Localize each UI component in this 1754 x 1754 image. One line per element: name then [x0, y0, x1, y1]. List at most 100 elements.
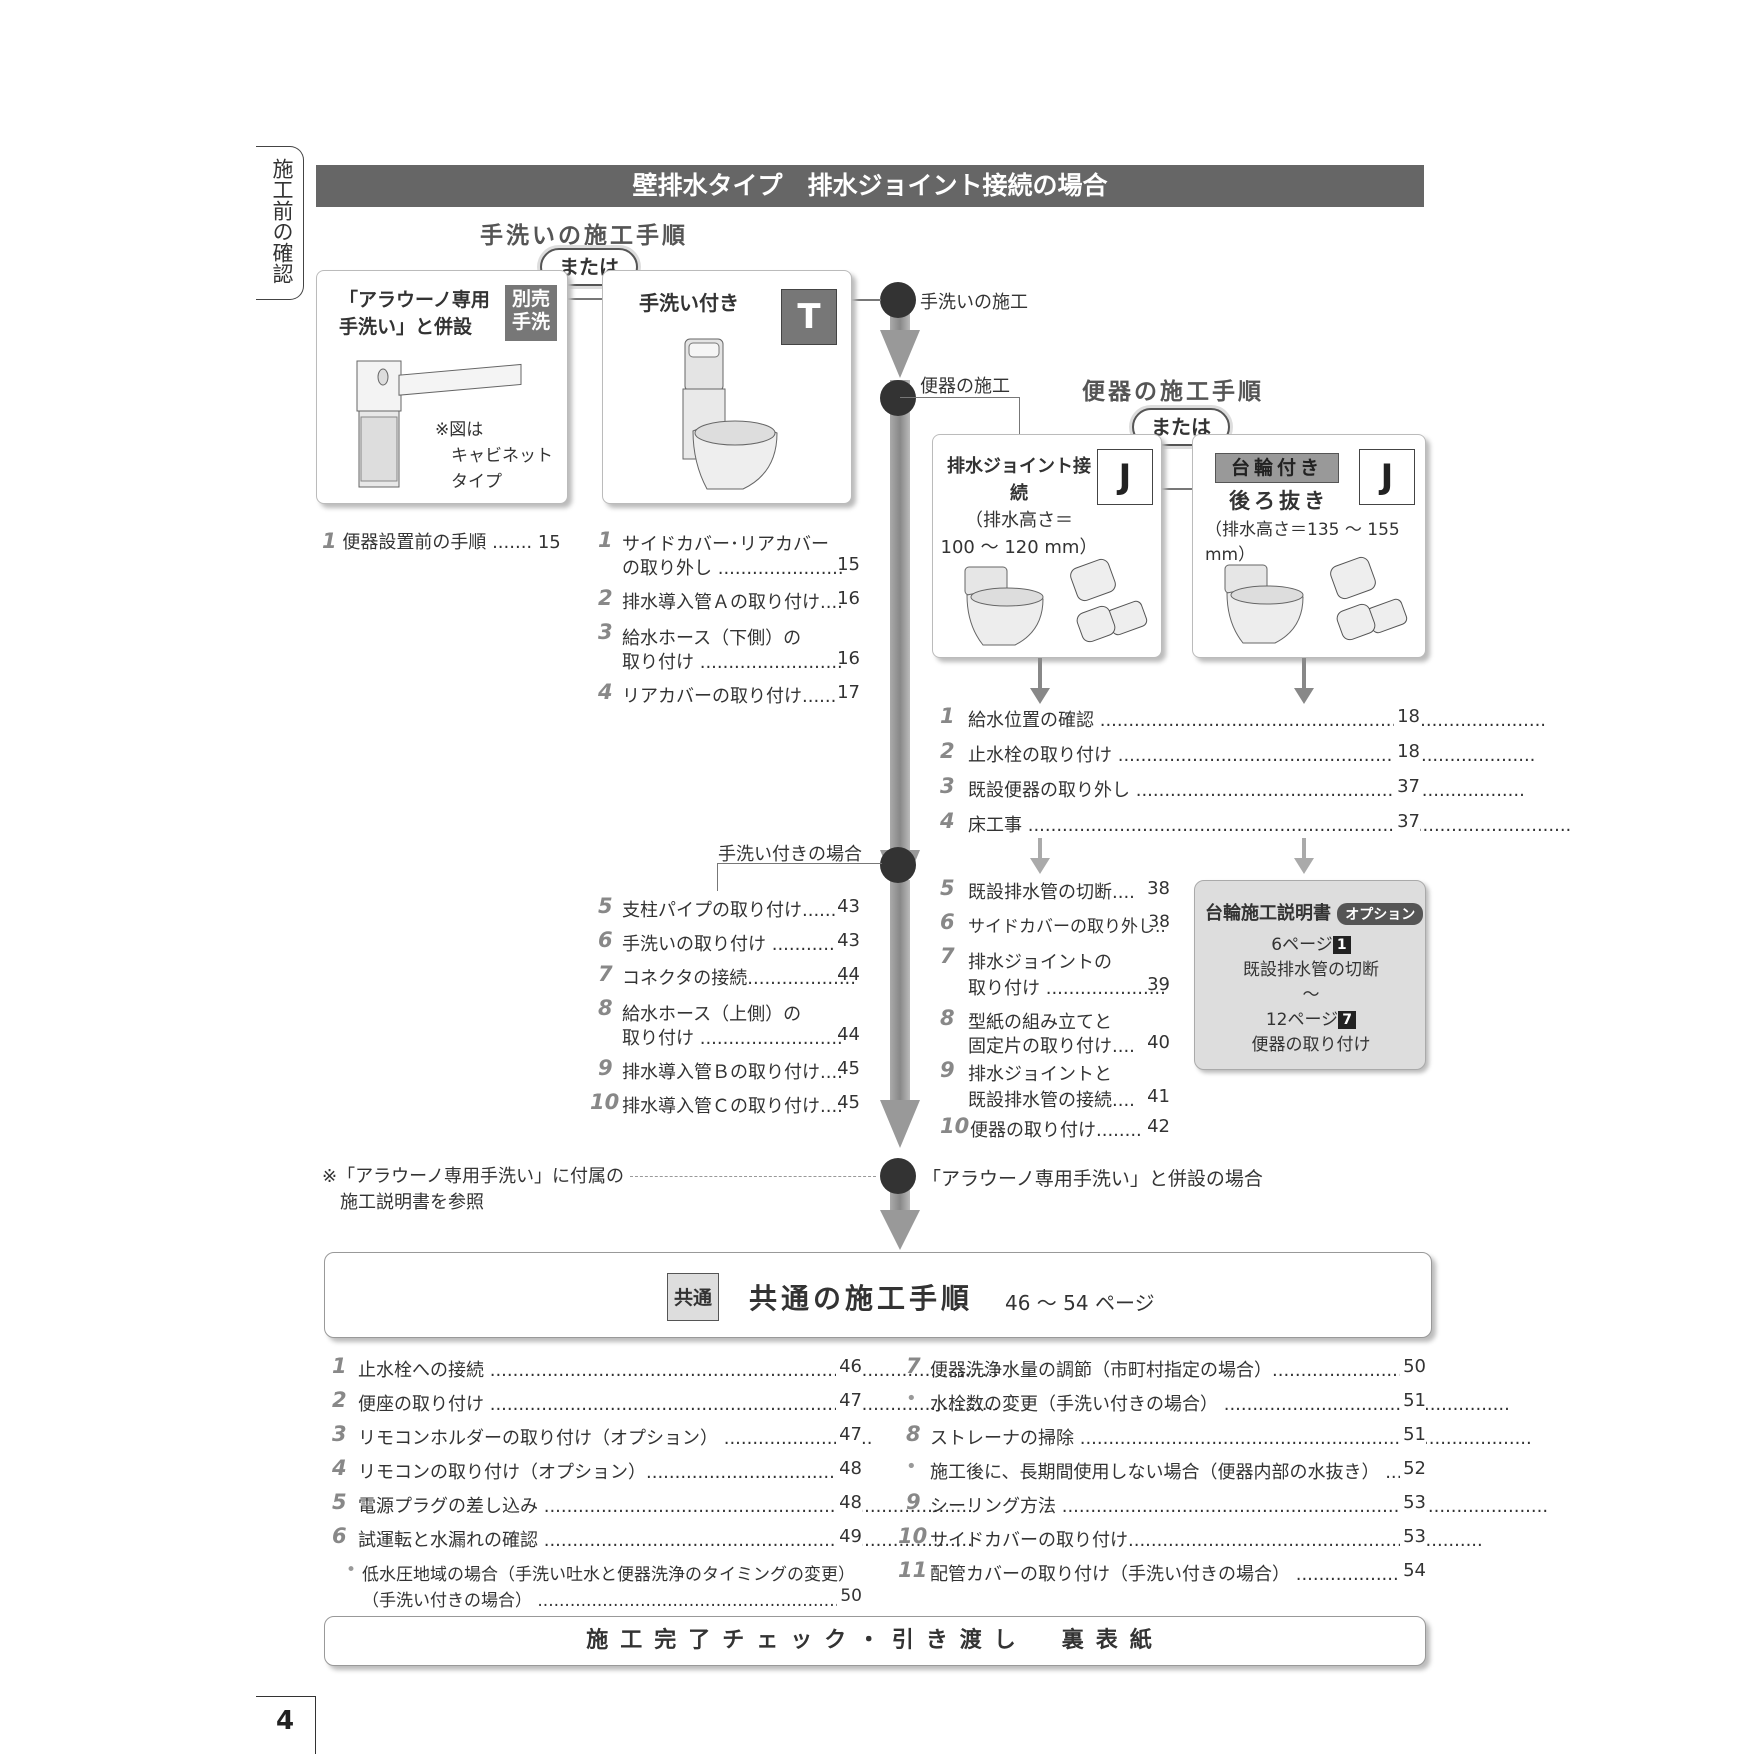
step-text-2: 取り付け [968, 978, 1040, 999]
j-step: 1 給水位置の確認 ..............................… [940, 704, 1547, 731]
step-number: 5 [332, 1490, 347, 1514]
t-step: 9 排水導入管Ｂの取り付け.... 45 [598, 1056, 860, 1083]
step-text: 止水栓への接続 [358, 1360, 484, 1381]
common-list-right: 7 便器洗浄水量の調節（市町村指定の場合）...................… [898, 1354, 1548, 1592]
ref-step-2: 7 [1338, 1011, 1357, 1029]
step-number: 4 [598, 680, 613, 704]
step-text: 止水栓の取り付け [968, 745, 1112, 766]
step-page: 40 [1147, 1032, 1170, 1053]
t-step: 8 給水ホース（上側）の 取り付け ......................… [598, 996, 860, 1049]
flow-node-toilet [880, 380, 916, 416]
connector [1160, 488, 1192, 490]
step-page: 48 [836, 1458, 862, 1479]
type-j-badge: J [1359, 449, 1415, 505]
step-page: 43 [837, 896, 860, 917]
plinth-manual-title: 台輪施工説明書 [1205, 903, 1331, 924]
step-number: 9 [906, 1490, 921, 1514]
ref-page-1: 6ページ [1271, 935, 1333, 955]
step-page: 47 [836, 1424, 862, 1445]
step-page: 49 [836, 1526, 862, 1547]
sold-separately-badge: 別売 手洗 [505, 285, 557, 341]
card-t-title: 手洗い付き [639, 291, 739, 315]
step-page: 37 [1394, 811, 1420, 832]
j-step: 2 止水栓の取り付け .............................… [940, 739, 1536, 766]
sold-separately-badge-line1: 別売 [511, 288, 550, 310]
step-page: 18 [1394, 706, 1420, 727]
step-number: 5 [598, 894, 613, 918]
toilet-heading: 便器の施工手順 [1082, 379, 1264, 405]
card-separate-handwash: 「アラウーノ専用 手洗い」と併設 別売 手洗 ※図は キャビネット タイプ [316, 270, 568, 504]
step-page: 50 [1400, 1356, 1426, 1377]
step-text: 排水ジョイントと [968, 1064, 1112, 1085]
step-page: 15 [537, 532, 561, 553]
step-page: 44 [837, 964, 860, 985]
section-tab-label: 施工前の確認 [270, 158, 294, 284]
card-with-handwash: 手洗い付き T [602, 270, 852, 504]
j-step: 7 排水ジョイントの 取り付け ..................... 39 [940, 944, 1170, 999]
step-page: 38 [1148, 912, 1170, 932]
card-separate-note1: ※図は [435, 420, 484, 440]
card-drain-joint: 排水ジョイント接続 （排水高さ＝ 100 ～ 120 mm） J [932, 434, 1162, 658]
card-j1-line3: 100 ～ 120 mm） [940, 537, 1098, 558]
step-page: 46 [836, 1356, 862, 1377]
step-text: 電源プラグの差し込み [358, 1496, 538, 1517]
ref-page-2: 12ページ [1265, 1010, 1339, 1030]
step-page: 52 [1400, 1458, 1426, 1479]
t-step: 3 給水ホース（下側）の 取り付け ......................… [598, 620, 860, 673]
option-badge: オプション [1337, 903, 1424, 925]
page-number: 4 [275, 1706, 295, 1736]
flow-label-handwash: 手洗いの施工 [920, 292, 1028, 313]
step-number: 6 [940, 910, 955, 934]
j-steps-list-2: 5 既設排水管の切断.... 38 6 サイドカバーの取り外し.. 38 7 排… [940, 876, 1170, 1146]
card-j2-line3: （排水高さ＝135 ～ 155 mm） [1205, 520, 1400, 565]
connector [1019, 397, 1020, 435]
step-text: サイドカバーの取り外し [968, 917, 1155, 937]
card-j1-line2: （排水高さ＝ [965, 510, 1073, 531]
flow-node-handwash [880, 282, 916, 318]
step-text: リモコンの取り付け（オプション） [358, 1462, 646, 1483]
step-text: リアカバーの取り付け [622, 686, 802, 707]
step-number: 7 [598, 962, 613, 986]
card-separate-note2: キャビネット [451, 446, 553, 466]
step-number: 1 [332, 1354, 347, 1378]
t-step: 10 排水導入管Ｃの取り付け.... 45 [590, 1090, 860, 1117]
step-page: 17 [837, 682, 860, 703]
step-page: 51 [1400, 1390, 1426, 1411]
toc-item-sub: • 低水圧地域の場合（手洗い吐水と便器洗浄のタイミングの変更） （手洗い付きの場… [346, 1560, 862, 1611]
j-step: 8 型紙の組み立てと 固定片の取り付け.... 40 [940, 1006, 1170, 1057]
toc-item: 10 サイドカバーの取り付け..........................… [898, 1524, 1483, 1551]
step-text: サイドカバーの取り付け [930, 1530, 1128, 1551]
j-step: 9 排水ジョイントと 既設排水管の接続.... 41 [940, 1058, 1170, 1111]
step-number: 2 [598, 586, 613, 610]
step-text-2: （手洗い付きの場合） [362, 1591, 532, 1611]
step-page: 39 [1147, 974, 1170, 995]
step-text-2: 既設排水管の接続 [968, 1090, 1112, 1111]
toc-item: 8 ストレーナの掃除 .............................… [906, 1422, 1532, 1449]
page-number-frame [256, 1696, 316, 1754]
tilde: ～ [1302, 985, 1320, 1005]
step-page: 38 [1147, 878, 1170, 899]
step-text: 型紙の組み立てと [968, 1012, 1112, 1033]
page-title: 壁排水タイプ 排水ジョイント接続の場合 [316, 165, 1424, 207]
toc-item: 7 便器洗浄水量の調節（市町村指定の場合）...................… [906, 1354, 1426, 1381]
step-number: 5 [940, 876, 955, 900]
step-text: 既設排水管の切断 [968, 882, 1112, 903]
connector [851, 299, 881, 301]
toc-item: • 施工後に、長期間使用しない場合（便器内部の水抜き） ... 52 [906, 1456, 1426, 1483]
step-page: 47 [836, 1390, 862, 1411]
ref-text-2: 便器の取り付け [1251, 1035, 1371, 1055]
step-page: 53 [1400, 1526, 1426, 1547]
t-step: 2 排水導入管Ａの取り付け.... 16 [598, 586, 860, 613]
common-badge: 共通 [667, 1273, 719, 1321]
step-text: 給水ホース（上側）の [622, 1004, 802, 1025]
flow-label-handwash-type: 手洗い付きの場合 [718, 844, 862, 865]
down-arrow [1294, 838, 1314, 874]
step-page: 37 [1394, 776, 1420, 797]
step-text: 排水導入管Ａの取り付け [622, 592, 820, 613]
step-page: 42 [1147, 1116, 1170, 1137]
step-number: 6 [598, 928, 613, 952]
sold-separately-badge-line2: 手洗 [511, 311, 550, 333]
flow-node-handwash-type [880, 847, 916, 883]
step-page: 53 [1400, 1492, 1426, 1513]
